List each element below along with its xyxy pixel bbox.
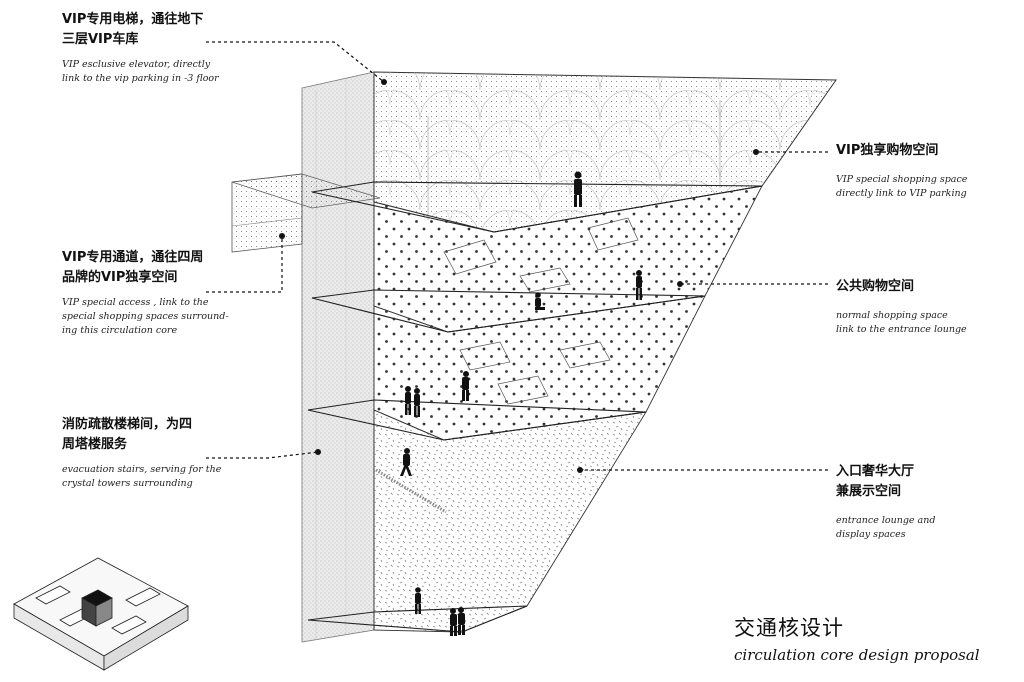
figure-lounge-1	[415, 587, 421, 614]
figure-public-1	[636, 270, 642, 300]
annotation-evacuation: 消防疏散楼梯间，为四 周塔楼服务 evacuation stairs, serv…	[62, 415, 282, 491]
entrance-lounge-volume	[373, 409, 647, 633]
public-shopping-volume	[373, 185, 763, 441]
human-figures	[400, 171, 642, 636]
figure-lounge-2	[450, 608, 457, 636]
figure-public-2	[462, 371, 469, 401]
annotation-public-shopping-cn: 公共购物空间	[836, 279, 915, 294]
vip-shopping-volume	[373, 71, 837, 233]
diagram-title: 交通核设计 circulation core design proposal	[734, 612, 1014, 664]
leader-lines	[206, 41, 828, 471]
diagram-title-en: circulation core design proposal	[734, 646, 980, 664]
figure-public-3	[405, 386, 411, 415]
annotation-public-shopping-en: normal shopping space link to the entran…	[836, 310, 967, 335]
annotation-vip-elevator-cn: VIP专用电梯，通往地下 三层VIP车库	[62, 12, 204, 47]
floor-slabs	[307, 181, 763, 633]
annotation-lounge-en: entrance lounge and display spaces	[836, 515, 936, 540]
figure-vip	[574, 171, 582, 207]
annotation-vip-elevator: VIP专用电梯，通往地下 三层VIP车库 VIP esclusive eleva…	[62, 10, 282, 86]
annotation-vip-access: VIP专用通道，通往四周 品牌的VIP独享空间 VIP special acce…	[62, 248, 282, 338]
diagram-title-cn: 交通核设计	[734, 616, 844, 640]
vip-access-bridge	[231, 173, 381, 253]
annotation-vip-access-cn: VIP专用通道，通往四周 品牌的VIP独享空间	[62, 250, 204, 285]
annotation-evacuation-cn: 消防疏散楼梯间，为四 周塔楼服务	[62, 417, 193, 452]
annotation-public-shopping: 公共购物空间 normal shopping space link to the…	[836, 277, 1016, 337]
annotation-vip-shopping: VIP独享购物空间 VIP special shopping space dir…	[836, 141, 1016, 201]
annotation-vip-shopping-en: VIP special shopping space directly link…	[836, 174, 968, 199]
annotation-vip-elevator-en: VIP esclusive elevator, directly link to…	[62, 59, 219, 84]
annotation-lounge-cn: 入口奢华大厅 兼展示空间	[836, 464, 915, 499]
annotation-evacuation-en: evacuation stairs, serving for the cryst…	[62, 464, 222, 489]
core-shaft	[301, 71, 375, 643]
key-plan-thumbnail	[13, 557, 189, 671]
figure-public-seated	[535, 292, 545, 310]
annotation-vip-shopping-cn: VIP独享购物空间	[836, 143, 939, 158]
leader-endpoints	[279, 79, 759, 473]
annotation-lounge: 入口奢华大厅 兼展示空间 entrance lounge and display…	[836, 462, 1016, 542]
figure-lounge-3	[458, 607, 465, 635]
annotation-vip-access-en: VIP special access , link to the special…	[62, 297, 229, 336]
figure-public-4	[414, 388, 420, 417]
figure-stairs	[400, 448, 412, 476]
